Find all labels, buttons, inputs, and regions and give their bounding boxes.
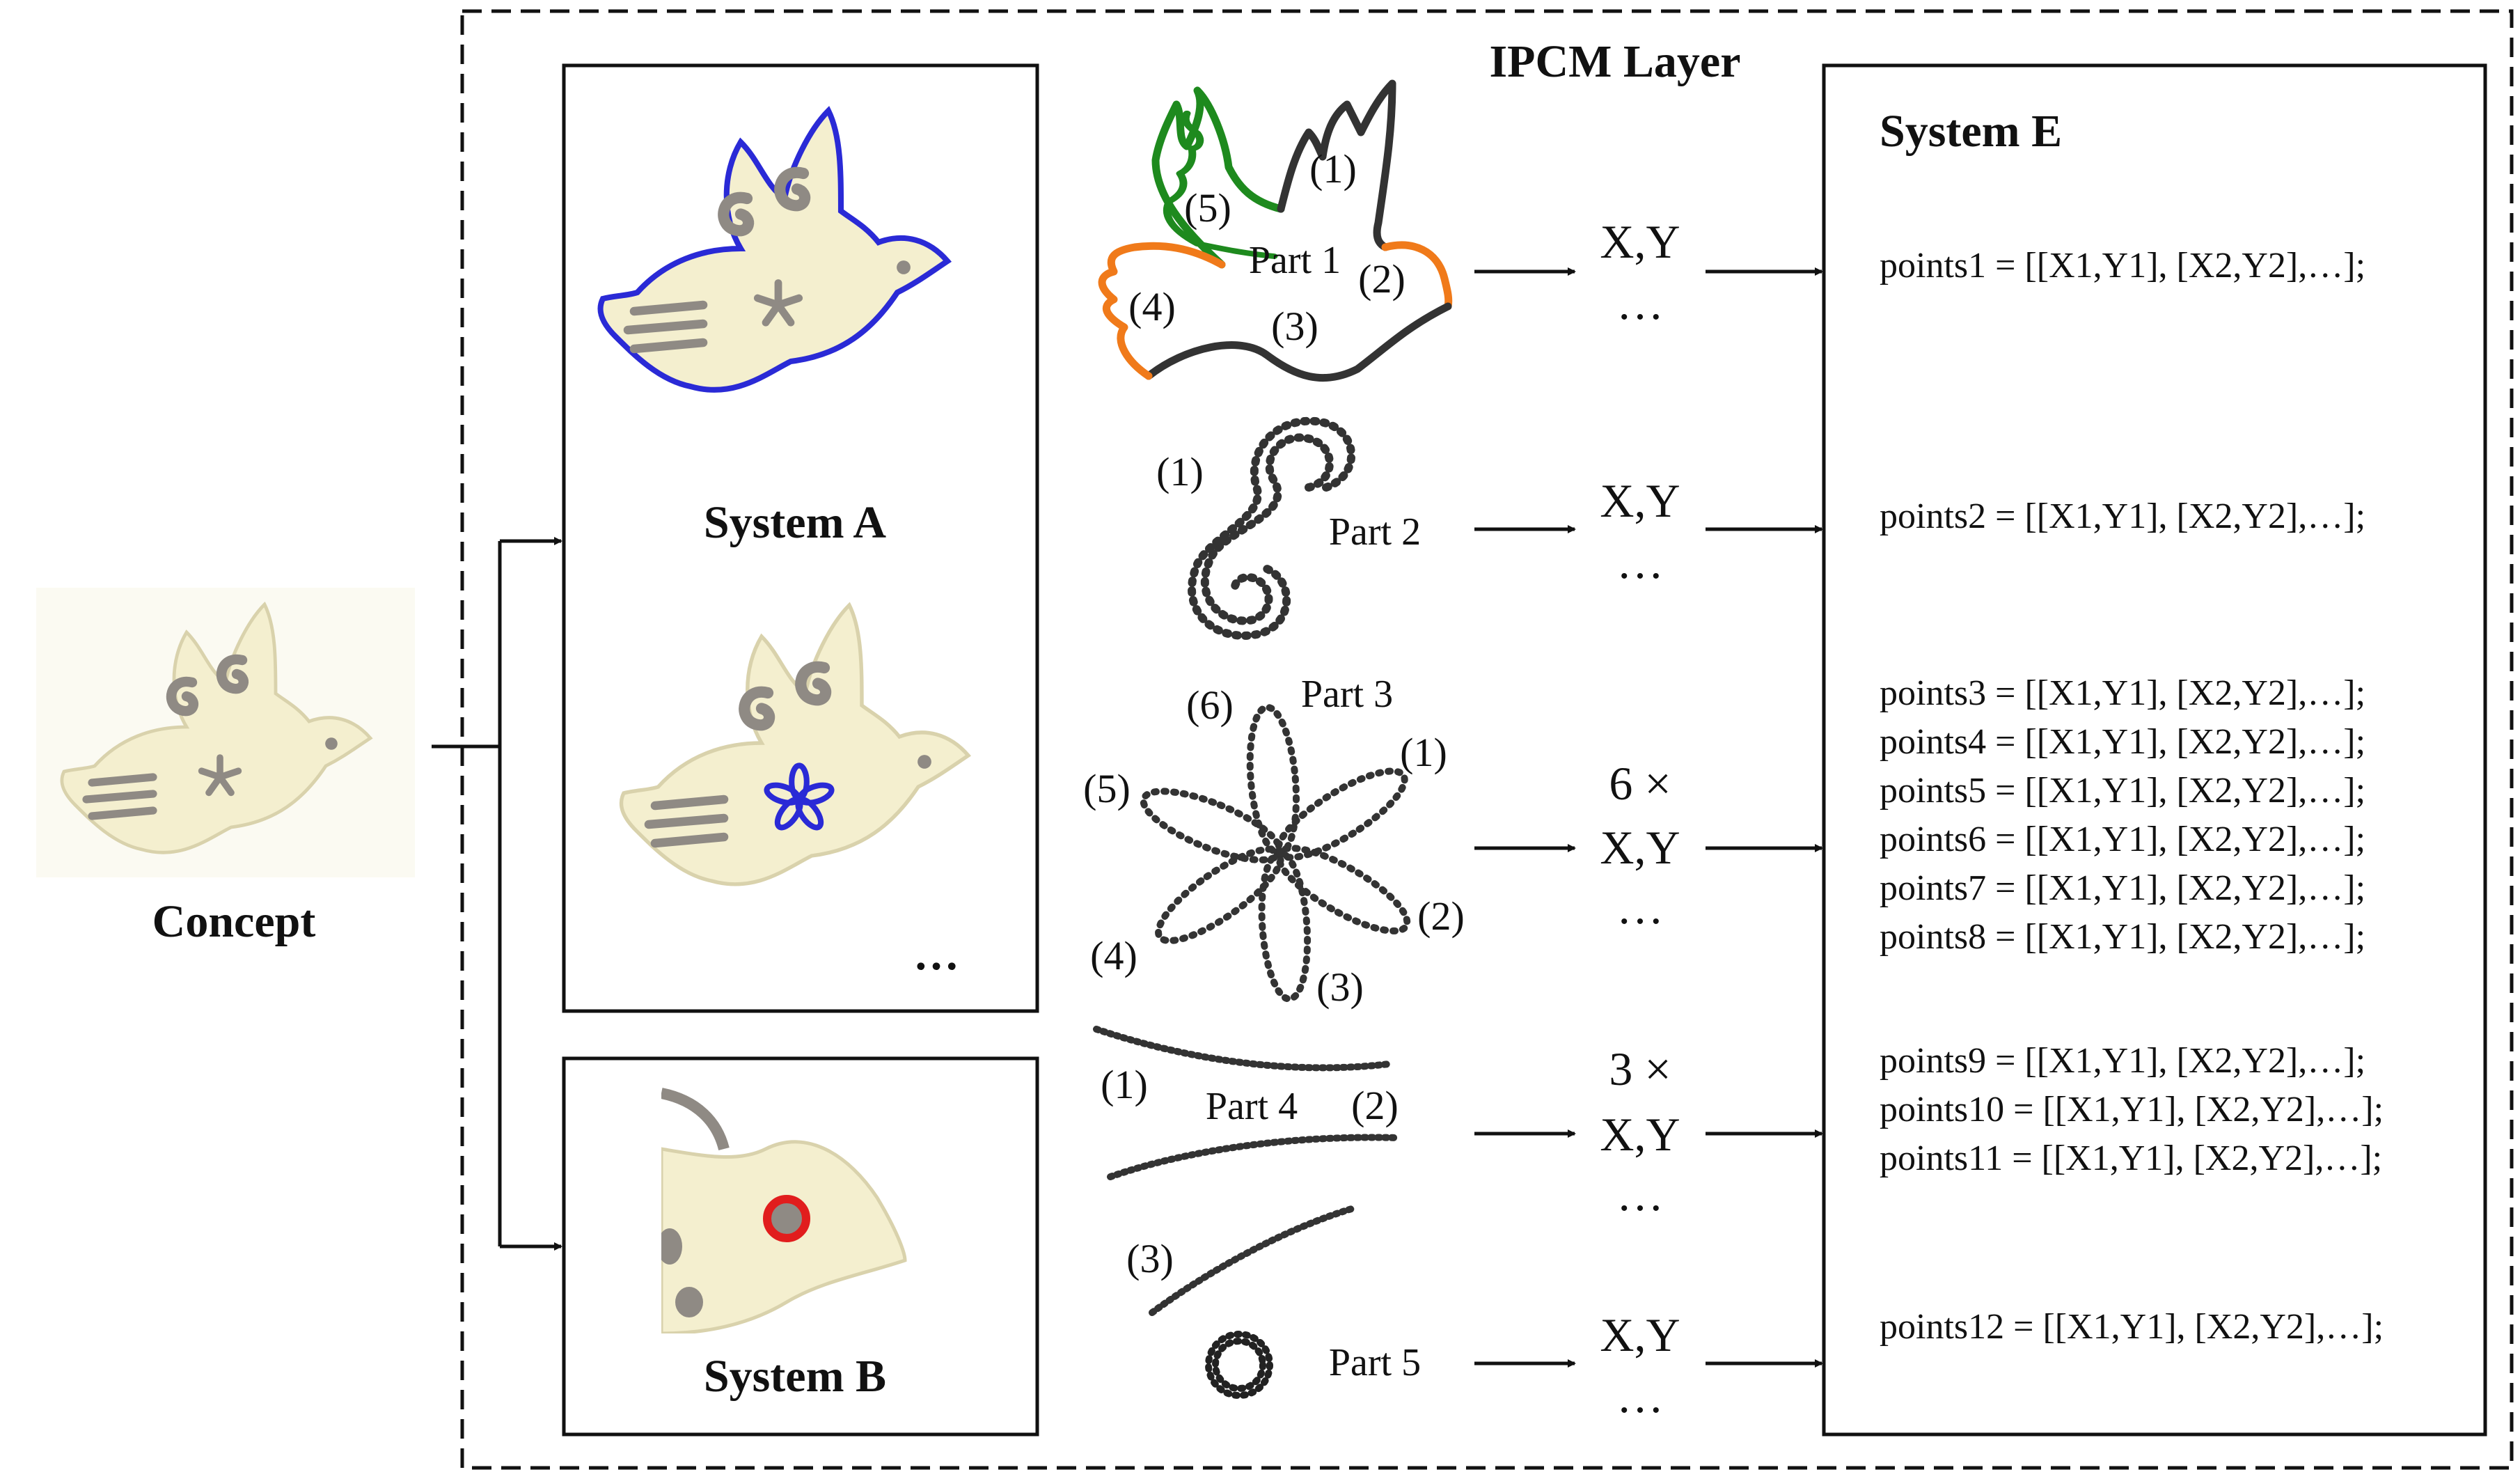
part-3-multiplier: 6 × — [1609, 757, 1671, 810]
ipcm-layer-title: IPCM Layer — [1489, 36, 1740, 87]
part-3-dots: … — [1616, 881, 1664, 934]
part-1-seg-1-label: (1) — [1309, 146, 1357, 191]
concept-label: Concept — [152, 896, 316, 947]
part-2-dots: … — [1616, 535, 1664, 588]
part-4-segment-labels: (1) (2) (3) — [1101, 1062, 1399, 1281]
part-1-segment-3 — [1144, 302, 1452, 382]
system-b-eye-image — [661, 1083, 940, 1333]
part-4-dots: … — [1616, 1168, 1664, 1221]
part-1-seg-2-label: (2) — [1358, 256, 1405, 302]
code-line: points3 = [[X1,Y1], [X2,Y2],…]; — [1880, 673, 2365, 713]
part-3-seg-5-label: (5) — [1083, 766, 1131, 811]
part-3-segment-labels: (1) (2) (3) (4) (5) (6) — [1083, 682, 1465, 1010]
part-2-scroll — [1188, 416, 1356, 640]
part-5-ring — [1205, 1331, 1273, 1399]
part-3-seg-2-label: (2) — [1417, 893, 1465, 939]
part-4-curve-1 — [1093, 1026, 1392, 1072]
code-line: points4 = [[X1,Y1], [X2,Y2],…]; — [1880, 722, 2365, 762]
code-line: points1 = [[X1,Y1], [X2,Y2],…]; — [1880, 246, 2365, 285]
part-5-xy: X,Y — [1600, 1308, 1680, 1361]
system-a-more: … — [913, 929, 959, 980]
code-line: points9 = [[X1,Y1], [X2,Y2],…]; — [1880, 1041, 2365, 1081]
part-2-seg-1-label: (1) — [1156, 449, 1204, 494]
ipcm-layer-frame — [460, 9, 2514, 1470]
code-line: points10 = [[X1,Y1], [X2,Y2],…]; — [1880, 1090, 2384, 1129]
system-e-label: System E — [1880, 106, 2062, 157]
flow-arrows — [1474, 267, 1823, 1368]
code-line: points12 = [[X1,Y1], [X2,Y2],…]; — [1880, 1307, 2384, 1347]
part-1-seg-3-label: (3) — [1271, 304, 1318, 349]
part-1-segment-2 — [1381, 241, 1453, 311]
part-2-label: Part 2 — [1329, 510, 1421, 554]
xy-column: X,Y … X,Y … 6 × X,Y … 3 × X,Y … X,Y … — [1600, 215, 1680, 1423]
part-4-label: Part 4 — [1206, 1085, 1298, 1128]
part-1-segment-1 — [1277, 79, 1396, 251]
concept-image — [36, 588, 415, 877]
part-3-seg-1-label: (1) — [1400, 730, 1447, 775]
part-1-seg-5-label: (5) — [1184, 185, 1231, 230]
part-3-seg-3-label: (3) — [1316, 964, 1364, 1010]
system-e-box — [1822, 63, 2487, 1437]
part-1-outline — [1098, 79, 1453, 382]
part-5-label: Part 5 — [1329, 1341, 1421, 1384]
code-line: points11 = [[X1,Y1], [X2,Y2],…]; — [1880, 1138, 2382, 1178]
code-line: points8 = [[X1,Y1], [X2,Y2],…]; — [1880, 917, 2365, 957]
system-e-code: points1 = [[X1,Y1], [X2,Y2],…]; points2 … — [1880, 246, 2384, 1347]
part-3-label: Part 3 — [1301, 673, 1393, 716]
part-5-dots: … — [1616, 1370, 1664, 1423]
part-4-xy: X,Y — [1600, 1108, 1680, 1161]
part-1-xy: X,Y — [1600, 215, 1680, 268]
part-4-seg-1-label: (1) — [1101, 1062, 1148, 1107]
system-a-flower-image — [621, 605, 968, 884]
part-1-label: Part 1 — [1249, 239, 1341, 282]
code-line: points6 = [[X1,Y1], [X2,Y2],…]; — [1880, 820, 2365, 859]
code-line: points5 = [[X1,Y1], [X2,Y2],…]; — [1880, 771, 2365, 811]
system-b-label: System B — [704, 1351, 886, 1402]
part-3-flower — [1140, 703, 1411, 1003]
part-4-seg-2-label: (2) — [1351, 1083, 1399, 1128]
part-4-seg-3-label: (3) — [1126, 1236, 1174, 1281]
part-4-curve-2 — [1107, 1134, 1401, 1180]
part-4-curves — [1093, 1026, 1401, 1316]
part-3-seg-4-label: (4) — [1090, 933, 1137, 978]
system-a-label: System A — [704, 497, 887, 548]
system-a-outline-image — [600, 111, 947, 390]
part-1-dots: … — [1616, 276, 1664, 329]
part-4-multiplier: 3 × — [1609, 1042, 1671, 1095]
part-3-petal-5 — [1140, 788, 1284, 863]
part-4-curve-3 — [1149, 1205, 1357, 1316]
part-3-petal-6 — [1246, 703, 1300, 857]
concept-connectors — [432, 537, 562, 1251]
part-1-segment-5-wing — [1151, 86, 1285, 269]
part-1-seg-4-label: (4) — [1128, 284, 1176, 329]
part-3-xy: X,Y — [1600, 821, 1680, 874]
part-3-seg-6-label: (6) — [1186, 682, 1234, 728]
part-1-segment-4 — [1098, 242, 1226, 380]
part-2-xy: X,Y — [1600, 474, 1680, 527]
code-line: points7 = [[X1,Y1], [X2,Y2],…]; — [1880, 868, 2365, 908]
code-line: points2 = [[X1,Y1], [X2,Y2],…]; — [1880, 496, 2365, 536]
part-3-petal-2 — [1275, 845, 1411, 934]
part-1-segment-labels: (1) (2) (3) (4) (5) — [1128, 146, 1405, 349]
